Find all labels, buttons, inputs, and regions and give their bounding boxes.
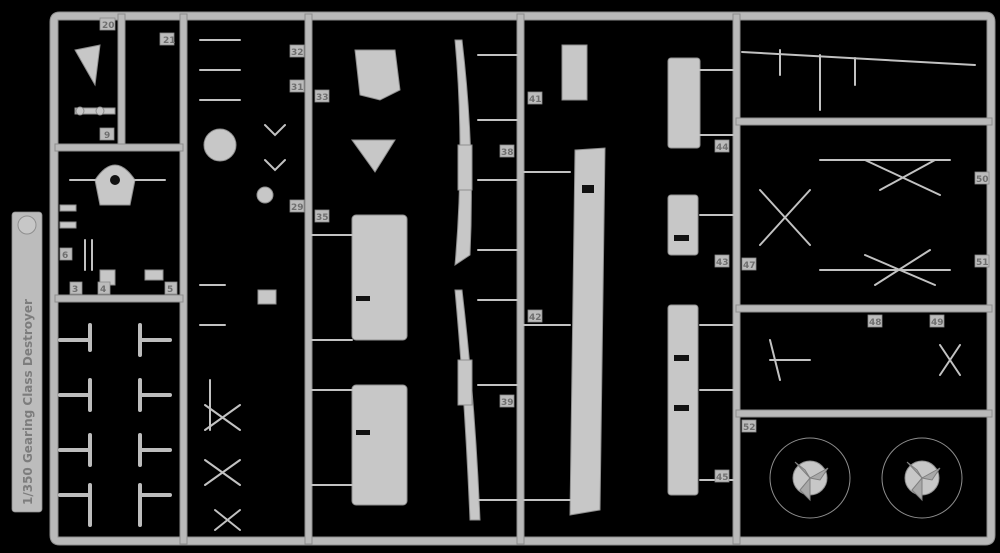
part-number-38: 38: [501, 148, 514, 158]
parts-column-5: [561, 44, 734, 496]
part-number-20: 20: [102, 21, 115, 31]
part-number-6: 6: [62, 251, 68, 261]
kit-vertical-label: 1/350 Gearing Class Destroyer: [21, 299, 35, 505]
part-number-3: 3: [72, 285, 78, 295]
part-number-21: 21: [163, 36, 176, 46]
part-number-5: 5: [167, 285, 173, 295]
parts-column-3: [199, 39, 286, 531]
part-number-tabs: 20 21 9 6 3 4 5 32 31 29 33 35 38 39 42 …: [59, 17, 990, 483]
part-number-29: 29: [291, 203, 304, 213]
part-number-43: 43: [716, 258, 729, 268]
part-number-45: 45: [716, 473, 729, 483]
part-number-51: 51: [976, 258, 989, 268]
part-number-35: 35: [316, 213, 329, 223]
part-number-39: 39: [501, 398, 514, 408]
sprue-runners: [54, 13, 993, 545]
part-number-44: 44: [716, 143, 729, 153]
part-number-48: 48: [869, 318, 882, 328]
part-number-49: 49: [931, 318, 944, 328]
parts-column-4: [311, 49, 408, 506]
part-number-32: 32: [291, 48, 304, 58]
part-number-47: 47: [743, 261, 756, 271]
sprue-frame: [49, 11, 996, 546]
part-number-31: 31: [291, 83, 304, 93]
part-number-52: 52: [743, 423, 756, 433]
part-number-4: 4: [100, 285, 106, 295]
part-number-41: 41: [529, 95, 542, 105]
part-number-9: 9: [104, 131, 110, 141]
parts-column-1: [59, 44, 166, 286]
propeller-parts: [769, 437, 963, 519]
hull-parts: [454, 39, 606, 521]
part-number-50: 50: [976, 175, 989, 185]
vertical-label-group: 1/350 Gearing Class Destroyer: [11, 211, 43, 513]
parts-column-2: [58, 323, 172, 527]
part-number-42: 42: [529, 313, 542, 323]
part-number-33: 33: [316, 93, 329, 103]
parts-column-6: [741, 49, 976, 381]
